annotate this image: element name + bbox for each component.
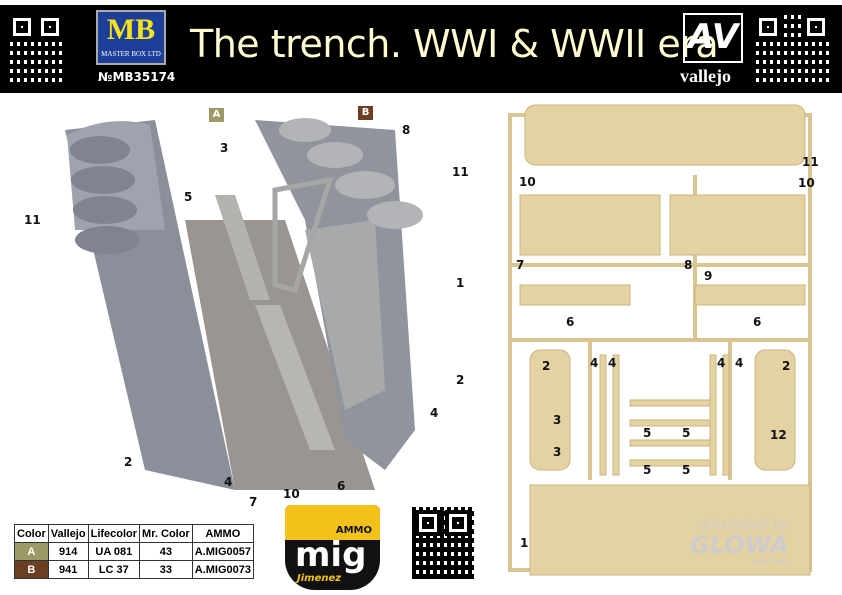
- part-number: 12: [770, 428, 787, 442]
- part-number: 10: [519, 175, 536, 189]
- col-header: Color: [14, 524, 49, 543]
- cell: A.MIG0057: [191, 542, 254, 561]
- qr-code-left: [6, 11, 66, 87]
- part-number: 8: [684, 258, 693, 272]
- part-number: 6: [753, 315, 762, 329]
- brand-sub: MASTER BOX LTD: [101, 50, 161, 58]
- part-number: 9: [704, 269, 713, 283]
- cell: 914: [47, 542, 89, 561]
- callout: 3: [220, 141, 229, 155]
- qr-code-bottom: [412, 507, 474, 579]
- vallejo-logo: AV: [683, 13, 743, 63]
- cell: 941: [47, 560, 89, 579]
- cell: LC 37: [87, 560, 141, 579]
- cell: 43: [139, 542, 193, 561]
- callout: 7: [249, 495, 258, 509]
- part-number: 5: [682, 426, 691, 440]
- assembled-trench-photo: [65, 118, 423, 490]
- callout: 11: [452, 165, 469, 179]
- part-number: 7: [516, 258, 525, 272]
- part-number: 5: [643, 463, 652, 477]
- page-title: The trench. WWI & WWII era: [190, 22, 719, 66]
- callout: 11: [24, 213, 41, 227]
- col-header: Vallejo: [47, 524, 89, 543]
- qr-code-right: [752, 11, 832, 87]
- part-number: 5: [643, 426, 652, 440]
- part-number: 6: [566, 315, 575, 329]
- masterbox-logo: MB MASTER BOX LTD: [96, 10, 166, 65]
- callout: 4: [430, 406, 439, 420]
- table-row: A 914 UA 081 43 A.MIG0057: [14, 542, 254, 561]
- color-swatch: A: [14, 542, 49, 561]
- watermark-text: GLOWA: [690, 531, 789, 559]
- color-tag-a: A: [209, 108, 224, 122]
- watermark-text: germany: [752, 557, 789, 566]
- part-number: 3: [553, 413, 562, 427]
- callout: 6: [337, 479, 346, 493]
- header-banner: [0, 5, 842, 93]
- part-number: 5: [682, 463, 691, 477]
- color-swatch: B: [14, 560, 49, 579]
- callout: 4: [224, 475, 233, 489]
- part-number: 10: [798, 176, 815, 190]
- ammo-mig-logo: AMMO mig Jimenez: [285, 505, 380, 590]
- cell: A.MIG0073: [191, 560, 254, 579]
- callout: 10: [283, 487, 300, 501]
- logo-text: mig: [295, 535, 367, 575]
- cell: 33: [139, 560, 193, 579]
- brand-mark: MB: [106, 13, 156, 46]
- part-number: 3: [553, 445, 562, 459]
- logo-text: AMMO: [335, 525, 372, 536]
- part-number: 2: [782, 359, 791, 373]
- cell: UA 081: [87, 542, 141, 561]
- table-row: B 941 LC 37 33 A.MIG0073: [14, 560, 254, 579]
- callout: 2: [456, 373, 465, 387]
- color-tag-b: B: [358, 106, 373, 120]
- paint-table: Color Vallejo Lifecolor Mr. Color AMMO A…: [14, 524, 254, 579]
- col-header: AMMO: [191, 524, 254, 543]
- part-number: 4: [717, 356, 726, 370]
- logo-text: Jimenez: [297, 573, 342, 584]
- callout: 8: [402, 123, 411, 137]
- col-header: Mr. Color: [139, 524, 193, 543]
- callout: 1: [456, 276, 465, 290]
- watermark-text: distributed by: [698, 518, 789, 533]
- callout: 5: [184, 190, 193, 204]
- vallejo-label: vallejo: [680, 66, 731, 86]
- product-code: №MB35174: [98, 70, 176, 84]
- distributor-watermark: distributed by GLOWA germany: [690, 518, 789, 566]
- part-number: 11: [802, 155, 819, 169]
- part-number: 4: [608, 356, 617, 370]
- part-number: 4: [590, 356, 599, 370]
- callout: 2: [124, 455, 133, 469]
- part-number: 2: [542, 359, 551, 373]
- part-number: 4: [735, 356, 744, 370]
- part-number: 1: [520, 536, 529, 550]
- col-header: Lifecolor: [87, 524, 141, 543]
- sprue-parts: [508, 104, 812, 576]
